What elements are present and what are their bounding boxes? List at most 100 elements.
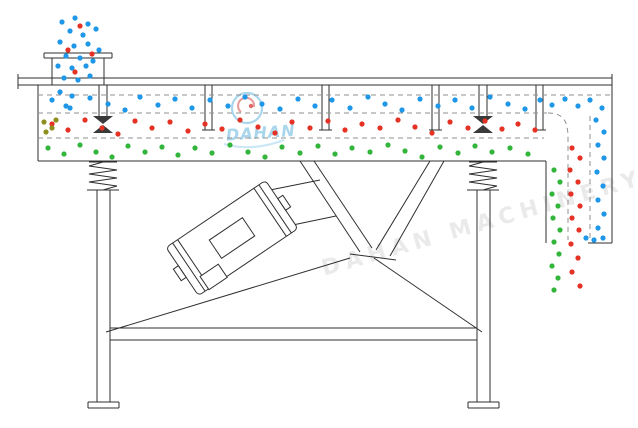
blue-particle xyxy=(122,107,128,113)
blue-particle xyxy=(595,142,601,148)
blue-particle xyxy=(469,105,475,111)
blue-particle xyxy=(601,211,607,217)
green-particle xyxy=(142,149,148,155)
green-particle xyxy=(109,154,115,160)
green-particle xyxy=(549,263,555,269)
vframe-right-arm xyxy=(375,160,445,257)
cross-beam xyxy=(109,327,478,341)
watermark-brand-text: DAHAN xyxy=(225,121,296,145)
blue-particle xyxy=(242,94,248,100)
red-particle xyxy=(202,121,208,127)
blue-particle xyxy=(591,237,597,243)
red-particle xyxy=(577,283,583,289)
motor-center-box xyxy=(208,217,256,259)
red-particle xyxy=(342,127,348,133)
right-strut xyxy=(373,257,483,333)
red-particle xyxy=(569,269,575,275)
hanger-2 xyxy=(319,85,332,131)
blue-particle xyxy=(452,97,458,103)
hanger-4 xyxy=(533,85,546,131)
red-particle xyxy=(185,128,191,134)
blue-particle xyxy=(57,39,63,45)
red-particle xyxy=(82,117,88,123)
green-particle xyxy=(550,215,556,221)
right-leg xyxy=(467,190,500,409)
green-particle xyxy=(227,142,233,148)
red-particle xyxy=(429,130,435,136)
blue-particle xyxy=(87,73,93,79)
green-particle xyxy=(557,179,563,185)
blue-particle xyxy=(599,105,605,111)
blue-particle xyxy=(594,169,600,175)
green-particle xyxy=(349,145,355,151)
red-particle xyxy=(569,215,575,221)
blue-particle xyxy=(55,63,61,69)
red-particle xyxy=(99,125,105,131)
blue-particle xyxy=(487,94,493,100)
green-particle xyxy=(551,239,557,245)
blue-particle xyxy=(77,55,83,61)
blue-particle xyxy=(71,43,77,49)
red-particle xyxy=(569,145,575,151)
green-particle xyxy=(551,167,557,173)
red-particle xyxy=(65,127,71,133)
green-particle xyxy=(125,143,131,149)
blue-particle xyxy=(295,96,301,102)
blue-particle xyxy=(85,41,91,47)
blue-particle xyxy=(417,96,423,102)
blue-particle xyxy=(365,94,371,100)
screen-deck xyxy=(17,52,613,244)
red-particle xyxy=(307,125,313,131)
red-particle xyxy=(412,124,418,130)
blue-particle xyxy=(562,96,568,102)
material-particles xyxy=(41,15,607,293)
right-bracket-bottom xyxy=(473,125,493,133)
green-particle xyxy=(556,251,562,257)
blue-particle xyxy=(67,28,73,34)
green-particle xyxy=(45,145,51,151)
vibration-motor xyxy=(167,179,337,295)
green-particle xyxy=(385,142,391,148)
green-particle xyxy=(419,154,425,160)
left-spring-post xyxy=(98,85,108,116)
green-particle xyxy=(175,152,181,158)
left-bracket-top xyxy=(93,116,113,124)
green-particle xyxy=(507,145,513,151)
olive-particle xyxy=(53,117,59,123)
red-particle xyxy=(532,127,538,133)
red-particle xyxy=(149,125,155,131)
blue-particle xyxy=(59,19,65,25)
red-particle xyxy=(482,118,488,124)
motor-shaft-right xyxy=(277,194,292,211)
red-particle xyxy=(255,124,261,130)
red-particle xyxy=(89,51,95,57)
watermark-logo-dot xyxy=(248,103,254,109)
blue-particle xyxy=(137,94,143,100)
green-particle xyxy=(549,191,555,197)
red-particle xyxy=(65,47,71,53)
olive-particle xyxy=(43,129,49,135)
blue-particle xyxy=(61,75,67,81)
blue-particle xyxy=(595,197,601,203)
blue-particle xyxy=(49,97,55,103)
blue-particle xyxy=(595,225,601,231)
red-particle xyxy=(515,121,521,127)
blue-particle xyxy=(225,103,231,109)
left-leg xyxy=(87,190,120,409)
red-particle xyxy=(447,119,453,125)
red-particle xyxy=(576,227,582,233)
blue-particle xyxy=(75,77,81,83)
red-particle xyxy=(568,191,574,197)
blue-particle xyxy=(312,103,318,109)
blue-particle xyxy=(601,129,607,135)
olive-particle xyxy=(49,125,55,131)
green-particle xyxy=(315,143,321,149)
blue-particle xyxy=(587,97,593,103)
blue-particle xyxy=(172,96,178,102)
green-particle xyxy=(262,154,268,160)
green-particle xyxy=(472,143,478,149)
red-particle xyxy=(219,126,225,132)
flow-guide-mid xyxy=(547,112,569,240)
blue-particle xyxy=(80,32,86,38)
